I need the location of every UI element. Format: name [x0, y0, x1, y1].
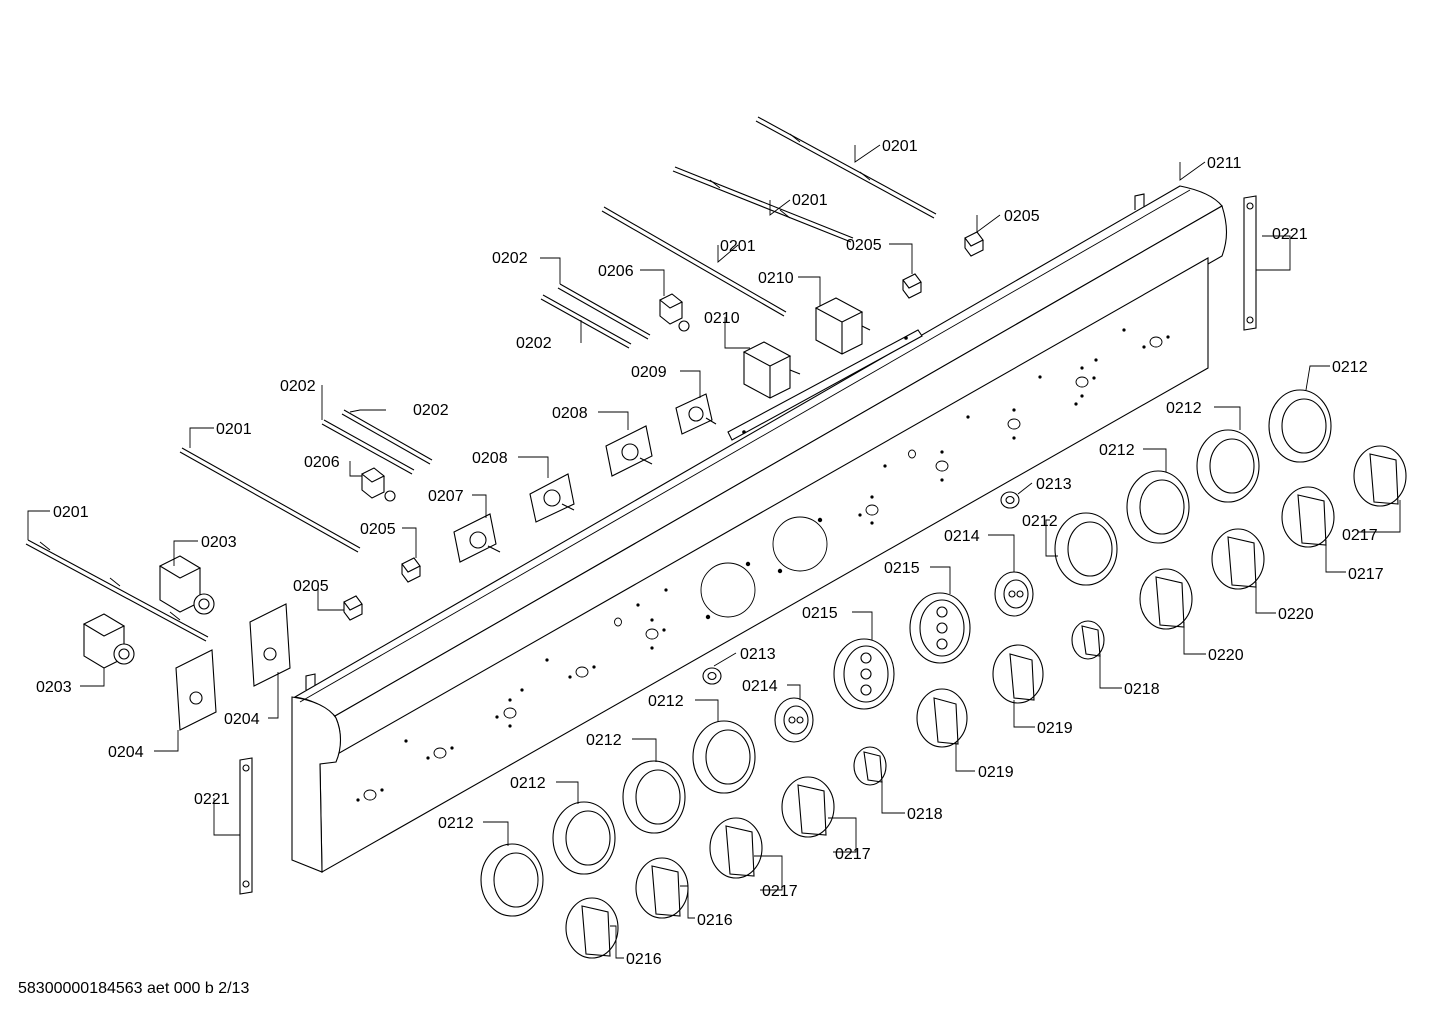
- label-0202: 0202: [413, 402, 449, 419]
- label-0219: 0219: [978, 764, 1014, 781]
- label-0201: 0201: [720, 238, 756, 255]
- label-0212: 0212: [1166, 400, 1202, 417]
- label-0220: 0220: [1278, 606, 1314, 623]
- label-0206: 0206: [304, 454, 340, 471]
- knobs: [565, 445, 1407, 959]
- document-footer: 58300000184563 aet 000 b 2/13: [18, 980, 250, 997]
- label-0205: 0205: [846, 237, 882, 254]
- label-0209: 0209: [631, 364, 667, 381]
- label-0212: 0212: [1332, 359, 1368, 376]
- part-labels: 0201 0201 0201 0201 0201 0202 0202 0202 …: [36, 138, 1384, 968]
- label-0205: 0205: [1004, 208, 1040, 225]
- label-0202: 0202: [492, 250, 528, 267]
- label-0215: 0215: [884, 560, 920, 577]
- knob-rings: [480, 389, 1332, 917]
- label-0221: 0221: [194, 791, 230, 808]
- label-0212: 0212: [438, 815, 474, 832]
- panel-knob-holes: [356, 328, 1170, 802]
- components: [82, 195, 1257, 895]
- label-0212: 0212: [1022, 513, 1058, 530]
- label-0218: 0218: [1124, 681, 1160, 698]
- label-0220: 0220: [1208, 647, 1244, 664]
- control-panel: [291, 185, 1228, 873]
- label-0204: 0204: [224, 711, 260, 728]
- label-0217: 0217: [1342, 527, 1378, 544]
- label-0217: 0217: [1348, 566, 1384, 583]
- label-0211: 0211: [1207, 155, 1242, 172]
- label-0212: 0212: [648, 693, 684, 710]
- label-0216: 0216: [697, 912, 733, 929]
- label-0202: 0202: [280, 378, 316, 395]
- label-0219: 0219: [1037, 720, 1073, 737]
- label-0205: 0205: [293, 578, 329, 595]
- label-0204: 0204: [108, 744, 144, 761]
- label-0213: 0213: [740, 646, 776, 663]
- label-0208: 0208: [472, 450, 508, 467]
- label-0203: 0203: [201, 534, 237, 551]
- label-0214: 0214: [742, 678, 778, 695]
- label-0206: 0206: [598, 263, 634, 280]
- leader-lines: [27, 144, 1401, 959]
- label-0217: 0217: [762, 883, 798, 900]
- label-0201: 0201: [216, 421, 252, 438]
- label-0201: 0201: [882, 138, 918, 155]
- label-0212: 0212: [510, 775, 546, 792]
- label-0202: 0202: [516, 335, 552, 352]
- label-0221: 0221: [1272, 226, 1308, 243]
- label-0213: 0213: [1036, 476, 1072, 493]
- label-0215: 0215: [802, 605, 838, 622]
- label-0212: 0212: [1099, 442, 1135, 459]
- label-0201: 0201: [53, 504, 89, 521]
- label-0216: 0216: [626, 951, 662, 968]
- label-0212: 0212: [586, 732, 622, 749]
- label-0218: 0218: [907, 806, 943, 823]
- label-0208: 0208: [552, 405, 588, 422]
- label-0205: 0205: [360, 521, 396, 538]
- label-0203: 0203: [36, 679, 72, 696]
- label-0210: 0210: [758, 270, 794, 287]
- label-0201: 0201: [792, 192, 828, 209]
- label-0210: 0210: [704, 310, 740, 327]
- label-0207: 0207: [428, 488, 464, 505]
- label-0214: 0214: [944, 528, 980, 545]
- label-0217: 0217: [835, 846, 871, 863]
- rods: [25, 116, 937, 642]
